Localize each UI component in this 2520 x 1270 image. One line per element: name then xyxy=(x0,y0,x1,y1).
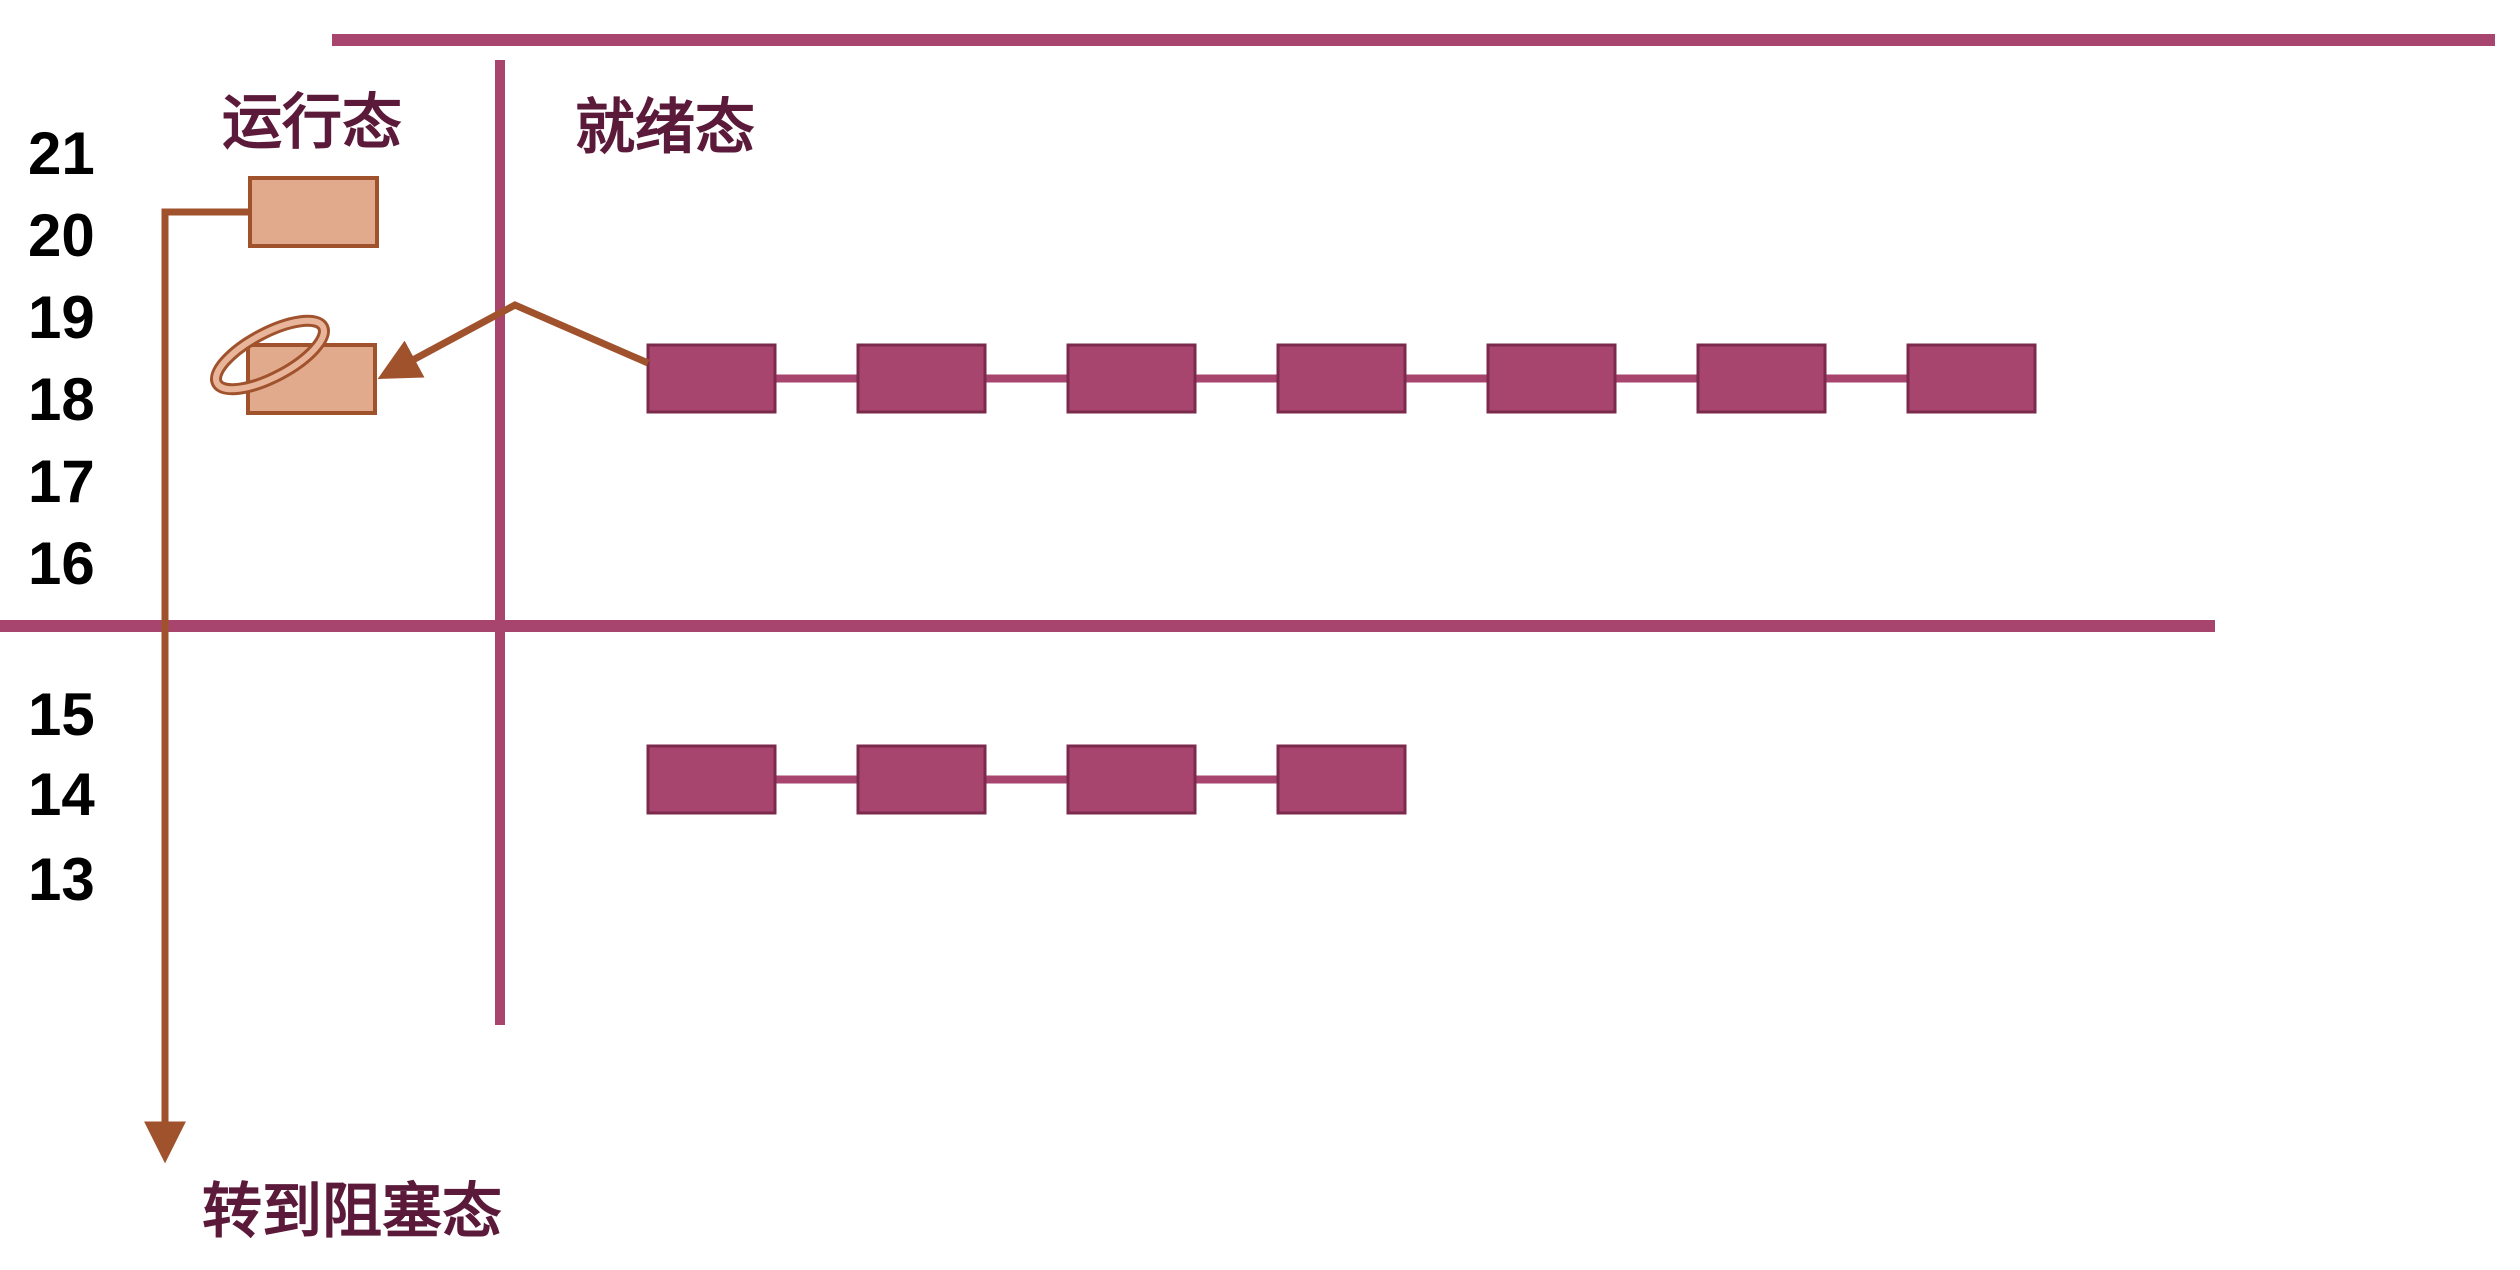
ready-process-block xyxy=(1906,343,2037,414)
ready-queue-priority-18 xyxy=(646,343,2037,414)
ready-process-block xyxy=(646,744,777,815)
priority-labels-lower: 15 14 13 xyxy=(28,681,95,913)
ready-process-block xyxy=(856,744,987,815)
ready-process-block xyxy=(1276,744,1407,815)
ready-process-block xyxy=(1696,343,1827,414)
ready-process-block xyxy=(1066,343,1197,414)
ready-process-block xyxy=(856,343,987,414)
ready-process-block xyxy=(1486,343,1617,414)
running-state-label: 运行态 xyxy=(222,88,402,158)
ready-process-block xyxy=(646,343,777,414)
priority-label: 14 xyxy=(28,761,95,828)
ready-queue-priority-14 xyxy=(646,744,1407,815)
running-process-block xyxy=(248,176,379,248)
priority-label: 16 xyxy=(28,530,95,597)
dispatch-arrow xyxy=(377,301,650,379)
priority-label: 17 xyxy=(28,448,95,515)
blocked-state-label: 转到阻塞态 xyxy=(202,1177,502,1247)
to-blocked-arrow xyxy=(144,208,250,1164)
halo-ring-icon xyxy=(210,314,330,396)
ready-process-block xyxy=(1276,343,1407,414)
priority-label: 20 xyxy=(28,202,95,269)
priority-label: 15 xyxy=(28,681,95,748)
priority-label: 21 xyxy=(28,120,95,187)
priority-label: 18 xyxy=(28,366,95,433)
priority-labels-upper: 21 20 19 18 17 16 xyxy=(28,120,95,597)
ready-state-label: 就绪态 xyxy=(575,93,755,163)
priority-label: 13 xyxy=(28,846,95,913)
ready-process-block xyxy=(1066,744,1197,815)
priority-label: 19 xyxy=(28,284,95,351)
